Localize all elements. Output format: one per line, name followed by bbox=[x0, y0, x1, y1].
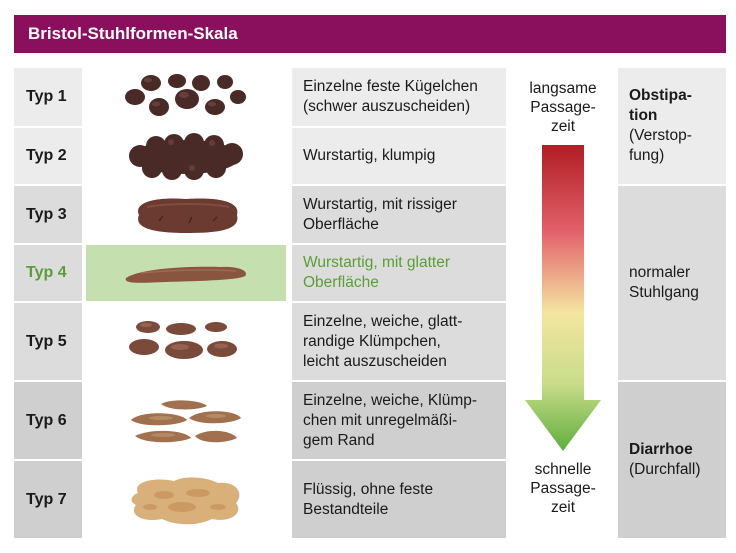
soft-blobs-icon bbox=[129, 320, 237, 359]
type-2-illustration bbox=[86, 128, 286, 184]
type-1-illustration bbox=[86, 68, 286, 126]
mushy-pieces-icon bbox=[131, 399, 241, 442]
type-5-description: Einzelne, weiche, glatt-randige Klümpche… bbox=[292, 303, 506, 380]
hard-lumps-icon bbox=[125, 74, 246, 116]
type-2-description: Wurstartig, klumpig bbox=[292, 128, 506, 184]
slow-transit-label: langsame Passage- zeit bbox=[529, 80, 597, 135]
type-3-label: Typ 3 bbox=[14, 186, 82, 243]
type-3-illustration bbox=[86, 186, 286, 243]
type-7-label: Typ 7 bbox=[14, 461, 82, 538]
fast-transit-label: schnelle Passage- zeit bbox=[530, 461, 596, 516]
transit-time-arrow bbox=[525, 145, 601, 451]
type-6-label: Typ 6 bbox=[14, 382, 82, 459]
page-title: Bristol-Stuhlformen-Skala bbox=[28, 24, 238, 43]
type-1-label: Typ 1 bbox=[14, 68, 82, 126]
type-7-illustration bbox=[86, 461, 286, 538]
type-1-description: Einzelne feste Kügelchen(schwer auszusch… bbox=[292, 68, 506, 126]
category-normal: normaler Stuhlgang bbox=[618, 186, 726, 380]
type-5-illustration bbox=[86, 303, 286, 380]
liquid-puddle-icon bbox=[131, 476, 240, 524]
type-4-illustration bbox=[86, 245, 286, 301]
type-6-description: Einzelne, weiche, Klümp-chen mit unregel… bbox=[292, 382, 506, 459]
type-5-label: Typ 5 bbox=[14, 303, 82, 380]
lumpy-sausage-icon bbox=[129, 133, 243, 180]
type-4-label: Typ 4 bbox=[14, 245, 82, 301]
title-bar: Bristol-Stuhlformen-Skala bbox=[14, 15, 726, 53]
cracked-sausage-icon bbox=[138, 198, 238, 233]
smooth-sausage-icon bbox=[125, 266, 246, 283]
category-obstipation: Obstipa- tion (Verstop- fung) bbox=[618, 68, 726, 184]
type-2-label: Typ 2 bbox=[14, 128, 82, 184]
type-6-illustration bbox=[86, 382, 286, 459]
category-diarrhoe: Diarrhoe (Durchfall) bbox=[618, 382, 726, 538]
